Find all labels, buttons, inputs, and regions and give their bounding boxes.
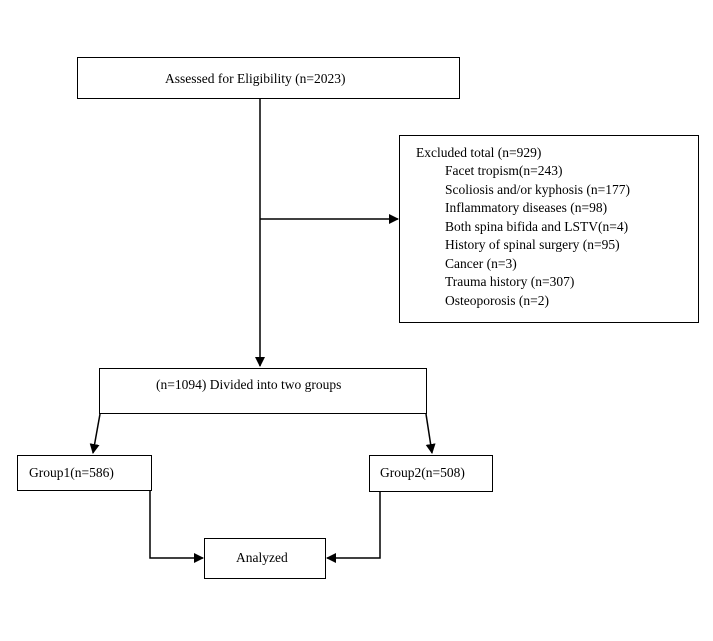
group1-label: Group1(n=586) xyxy=(29,465,114,480)
arrow-to-group2 xyxy=(425,413,436,454)
divided-label: (n=1094) Divided into two groups xyxy=(156,377,342,392)
group2-label: Group2(n=508) xyxy=(380,465,465,480)
excluded-item: Cancer (n=3) xyxy=(445,255,517,271)
excluded-item: Inflammatory diseases (n=98) xyxy=(445,200,608,215)
assessed-box xyxy=(77,57,460,99)
arrow-to-group1 xyxy=(89,413,101,454)
excluded-item: History of spinal surgery (n=95) xyxy=(445,237,620,252)
excluded-item: Scoliosis and/or kyphosis (n=177) xyxy=(445,181,630,197)
group2-box xyxy=(369,455,493,492)
assessed-label: Assessed for Eligibility (n=2023) xyxy=(165,71,346,86)
excluded-item: Osteoporosis (n=2) xyxy=(445,292,549,308)
excluded-title: Excluded total (n=929) xyxy=(416,145,542,160)
group1-box xyxy=(17,455,152,491)
excluded-list: Facet tropism(n=243) Scoliosis and/or ky… xyxy=(445,162,630,310)
analyzed-box xyxy=(204,538,326,579)
excluded-box xyxy=(399,135,699,323)
arrow-group1-to-analyzed xyxy=(149,490,204,563)
arrow-group2-to-analyzed xyxy=(326,491,381,563)
excluded-item: Both spina bifida and LSTV(n=4) xyxy=(445,218,629,234)
analyzed-label: Analyzed xyxy=(236,550,288,565)
excluded-item: Facet tropism(n=243) xyxy=(445,163,563,178)
excluded-item: Trauma history (n=307) xyxy=(445,274,575,289)
divided-box xyxy=(99,368,427,414)
